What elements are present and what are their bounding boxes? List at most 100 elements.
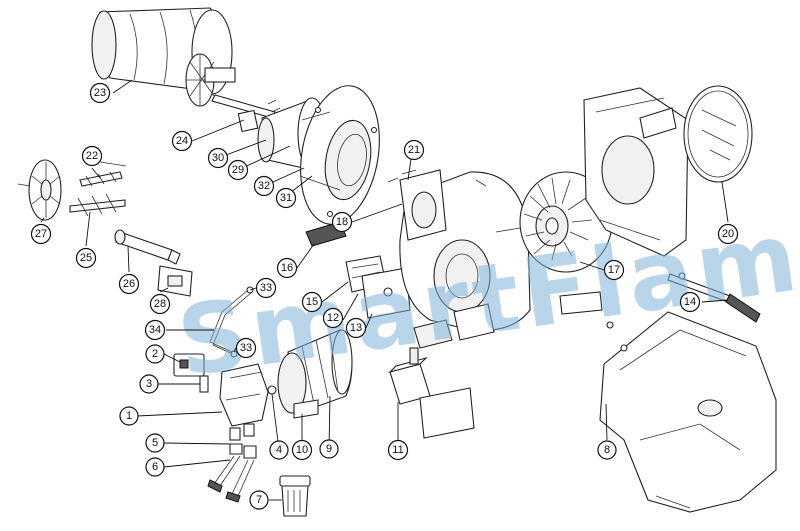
callout-16: 16: [276, 257, 298, 279]
svg-text:28: 28: [154, 298, 166, 310]
svg-text:7: 7: [256, 494, 262, 506]
callout-8: 8: [597, 440, 617, 460]
leader-26: [127, 245, 130, 273]
leader-25: [85, 211, 91, 247]
svg-text:9: 9: [326, 443, 332, 455]
burner-cover: [599, 311, 777, 513]
callout-11: 11: [387, 439, 409, 461]
callout-12: 12: [322, 307, 344, 329]
leader-13: [365, 313, 373, 329]
callout-34: 34: [144, 319, 166, 341]
solenoid-coil: [173, 353, 205, 377]
callout-21: 21: [403, 139, 425, 161]
svg-text:26: 26: [123, 278, 135, 290]
leader-28: [159, 287, 169, 293]
svg-text:12: 12: [327, 312, 339, 324]
svg-text:34: 34: [149, 324, 161, 336]
svg-text:29: 29: [232, 164, 244, 176]
fan-housing-cover: [583, 87, 689, 257]
svg-text:11: 11: [392, 444, 403, 456]
leader-22: [91, 167, 101, 179]
callout-29: 29: [227, 159, 249, 181]
callout-31: 31: [275, 187, 297, 209]
svg-text:14: 14: [684, 296, 696, 308]
callout-4: 4: [269, 440, 289, 460]
callout-17: 17: [603, 259, 625, 281]
callout-20: 20: [717, 223, 739, 245]
leader-1: [136, 411, 223, 417]
svg-text:1: 1: [126, 410, 132, 422]
adjust-rod: [667, 273, 761, 323]
leader-6: [163, 459, 231, 468]
callout-18: 18: [331, 211, 353, 233]
svg-text:25: 25: [80, 252, 92, 264]
svg-text:4: 4: [276, 444, 282, 456]
svg-text:31: 31: [280, 192, 292, 204]
callout-33b: 33: [235, 337, 257, 359]
callout-6: 6: [145, 457, 165, 477]
callout-9: 9: [319, 439, 339, 459]
svg-text:16: 16: [281, 262, 293, 274]
oil-pump: [219, 363, 277, 441]
leader-33b: [233, 347, 237, 353]
svg-text:2: 2: [152, 348, 158, 360]
callout-7: 7: [249, 490, 269, 510]
svg-text:30: 30: [212, 152, 224, 164]
callout-32: 32: [253, 175, 275, 197]
leader-33a: [249, 287, 257, 291]
oil-line: [209, 286, 254, 358]
motor: [277, 329, 353, 419]
callout-14: 14: [679, 291, 701, 313]
svg-text:32: 32: [258, 180, 270, 192]
svg-text:15: 15: [306, 296, 318, 308]
leader-2: [163, 353, 181, 363]
callout-27: 27: [30, 223, 52, 245]
svg-text:27: 27: [35, 228, 47, 240]
leader-16: [296, 243, 315, 269]
parts-drawing: [17, 7, 777, 517]
callout-26: 26: [118, 273, 140, 295]
svg-text:33: 33: [240, 342, 252, 354]
oil-filter: [279, 475, 311, 517]
air-inlet-grille: [683, 85, 753, 183]
callouts: 1 2 3 4 5 6 7 8 9 10 11 12 13 14 15 16 1…: [30, 82, 739, 510]
leader-14: [701, 299, 729, 303]
svg-text:10: 10: [296, 444, 308, 456]
svg-text:6: 6: [152, 461, 158, 473]
callout-30: 30: [207, 147, 229, 169]
control-box: [388, 347, 475, 439]
callout-13: 13: [345, 317, 367, 339]
burner-housing: [399, 169, 531, 349]
svg-text:21: 21: [408, 144, 420, 156]
leader-15: [321, 281, 349, 303]
oil-hoses: [207, 443, 257, 503]
callout-22: 22: [81, 145, 103, 167]
leader-5: [163, 442, 231, 445]
leader-17: [579, 261, 605, 271]
svg-text:13: 13: [350, 322, 362, 334]
svg-text:23: 23: [94, 87, 106, 99]
callout-33a: 33: [255, 277, 277, 299]
svg-text:18: 18: [336, 216, 348, 228]
leader-18: [351, 203, 403, 223]
callout-3: 3: [139, 374, 159, 394]
svg-text:22: 22: [86, 150, 98, 162]
leader-23: [112, 79, 133, 94]
hardware: [387, 169, 686, 352]
svg-text:24: 24: [176, 135, 188, 147]
ignition-transformer: [345, 255, 411, 319]
head-assembly: [185, 53, 281, 133]
svg-text:33: 33: [260, 282, 272, 294]
svg-text:8: 8: [604, 444, 610, 456]
callout-2: 2: [145, 344, 165, 364]
svg-text:5: 5: [152, 437, 158, 449]
svg-text:17: 17: [608, 264, 620, 276]
callout-10: 10: [291, 439, 313, 461]
mounting-flange: [299, 85, 380, 225]
leader-12: [342, 293, 359, 321]
callout-15: 15: [301, 291, 323, 313]
svg-text:3: 3: [146, 378, 152, 390]
leader-24: [191, 119, 245, 142]
leader-27: [40, 217, 45, 223]
